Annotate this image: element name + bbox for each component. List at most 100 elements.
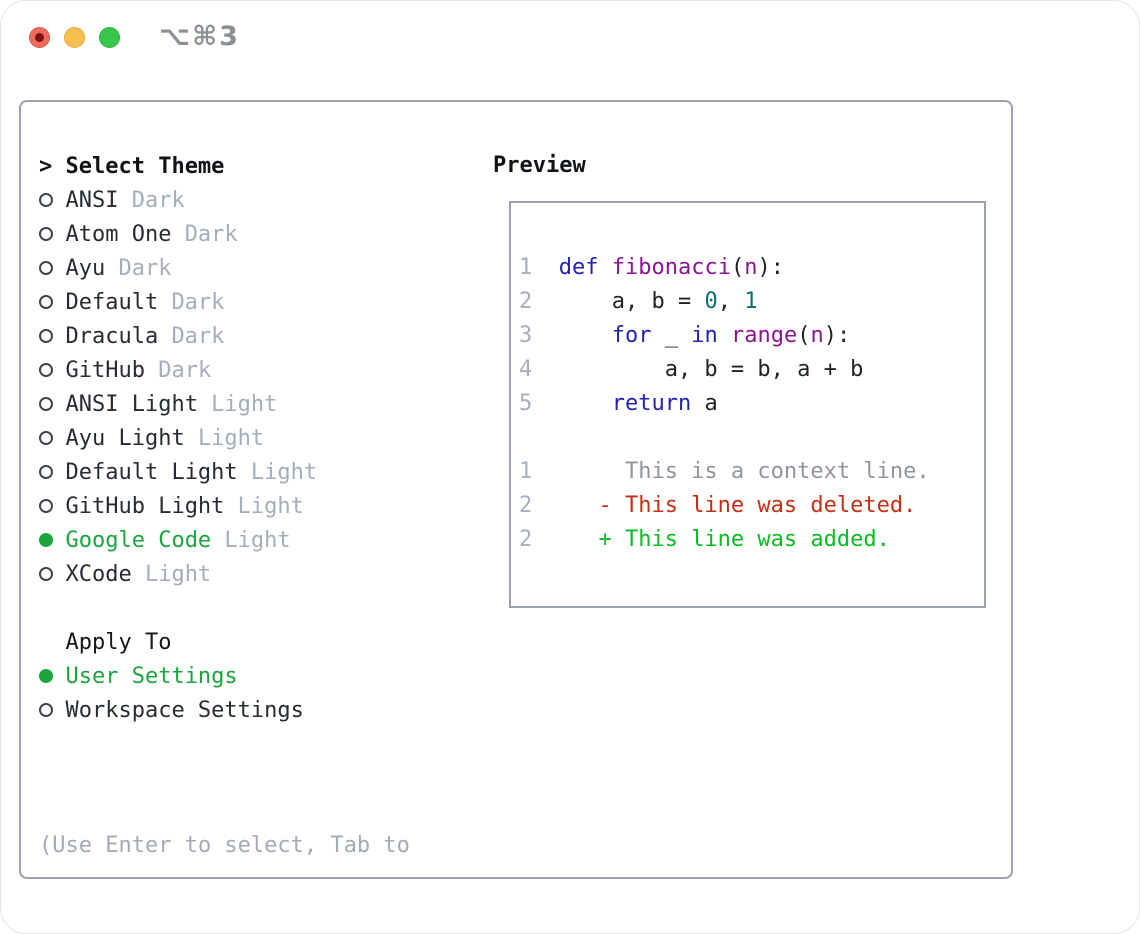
code-token <box>718 323 731 348</box>
theme-variant: Dark <box>171 289 225 315</box>
close-dot-icon <box>35 33 44 42</box>
code-token <box>559 391 612 416</box>
diff-context-line: 1 This is a context line. <box>519 455 930 489</box>
theme-name: ANSI <box>65 187 119 213</box>
blank-line <box>519 421 930 455</box>
radio-icon <box>39 329 65 343</box>
window-title: ⌥⌘3 <box>159 21 240 52</box>
diff-text: + This line was added. <box>558 527 890 552</box>
radio-icon <box>39 193 65 207</box>
theme-name: XCode <box>65 561 132 587</box>
line-number: 5 <box>519 391 533 416</box>
theme-variant: Light <box>211 391 278 417</box>
code-token: ( <box>730 255 745 280</box>
code-token: _ <box>651 323 692 348</box>
theme-option-atom-one-dark[interactable]: Atom One Dark <box>39 217 317 251</box>
code-token: 1 <box>744 289 758 314</box>
apply-option-user-settings[interactable]: User Settings <box>39 659 304 693</box>
theme-option-xcode[interactable]: XCode Light <box>39 557 317 591</box>
radio-circle-icon <box>39 397 53 411</box>
minimize-button[interactable] <box>64 27 85 48</box>
radio-circle-icon <box>39 193 53 207</box>
radio-circle-icon <box>39 499 53 513</box>
apply-option-workspace-settings[interactable]: Workspace Settings <box>39 693 304 727</box>
theme-variant: Dark <box>171 323 225 349</box>
code-token: in <box>691 323 718 348</box>
radio-circle-icon <box>39 295 53 309</box>
code-line: 5 return a <box>519 387 930 421</box>
code-token: range <box>730 323 798 348</box>
code-token: , <box>717 289 745 314</box>
theme-name: Ayu <box>65 255 106 281</box>
select-theme-header: > Select Theme <box>39 149 317 183</box>
code-token: def <box>558 255 599 280</box>
zoom-button[interactable] <box>99 27 120 48</box>
radio-icon <box>39 669 65 683</box>
code-token: fibonacci <box>611 255 731 280</box>
theme-option-dracula-dark[interactable]: Dracula Dark <box>39 319 317 353</box>
apply-option-label: User Settings <box>65 663 238 689</box>
code-token <box>598 255 611 280</box>
radio-icon <box>39 397 65 411</box>
theme-option-google-code[interactable]: Google Code Light <box>39 523 317 557</box>
line-number: 1 <box>519 255 533 280</box>
radio-icon <box>39 533 65 547</box>
radio-icon <box>39 567 65 581</box>
code-token: a, b = <box>558 289 705 314</box>
theme-variant: Dark <box>118 255 172 281</box>
radio-circle-icon <box>39 533 53 547</box>
code-token: ( <box>797 323 811 348</box>
diff-deleted-line: 2 - This line was deleted. <box>519 489 930 523</box>
code-token: 0 <box>704 289 718 314</box>
diff-added-line: 2 + This line was added. <box>519 523 930 557</box>
theme-option-github-light[interactable]: GitHub Light Light <box>39 489 317 523</box>
theme-name: ANSI Light <box>65 391 198 417</box>
section-title: Select Theme <box>65 153 225 179</box>
radio-icon <box>39 431 65 445</box>
theme-name: Default Light <box>65 459 238 485</box>
radio-circle-icon <box>39 329 53 343</box>
theme-option-ayu-dark[interactable]: Ayu Dark <box>39 251 317 285</box>
radio-icon <box>39 703 65 717</box>
theme-option-github-dark[interactable]: GitHub Dark <box>39 353 317 387</box>
code-token: for <box>611 323 652 348</box>
section-title: Apply To <box>65 629 172 655</box>
code-token: ): <box>823 323 851 348</box>
hint-line-1: (Use Enter to select, Tab to <box>39 833 410 858</box>
code-token: n <box>810 323 824 348</box>
radio-circle-icon <box>39 363 53 377</box>
theme-variant: Dark <box>158 357 212 383</box>
theme-option-ansi-light[interactable]: ANSI Light Light <box>39 387 317 421</box>
radio-circle-icon <box>39 227 53 241</box>
radio-circle-icon <box>39 567 53 581</box>
preview-title: Preview <box>493 153 586 178</box>
theme-option-ansi-dark[interactable]: ANSI Dark <box>39 183 317 217</box>
diff-text: This is a context line. <box>558 459 930 484</box>
line-number: 4 <box>519 357 533 382</box>
radio-icon <box>39 465 65 479</box>
theme-name: Default <box>65 289 159 315</box>
radio-circle-icon <box>39 261 53 275</box>
radio-icon <box>39 261 65 275</box>
code-line: 3 for _ in range(n): <box>519 319 930 353</box>
theme-option-ayu-light[interactable]: Ayu Light Light <box>39 421 317 455</box>
close-button[interactable] <box>29 27 50 48</box>
line-number: 1 <box>519 459 533 484</box>
apply-option-label: Workspace Settings <box>65 697 304 723</box>
code-line: 4 a, b = b, a + b <box>519 353 930 387</box>
diff-text: - This line was deleted. <box>558 493 917 518</box>
code-token <box>559 323 612 348</box>
apply-to-header: Apply To <box>39 625 304 659</box>
code-token: ): <box>757 255 784 280</box>
theme-name: Atom One <box>65 221 172 247</box>
theme-variant: Light <box>144 561 212 587</box>
theme-option-default-dark[interactable]: Default Dark <box>39 285 317 319</box>
theme-option-default-light[interactable]: Default Light Light <box>39 455 317 489</box>
theme-variant: Light <box>237 493 304 519</box>
radio-circle-icon <box>39 431 53 445</box>
radio-icon <box>39 499 65 513</box>
